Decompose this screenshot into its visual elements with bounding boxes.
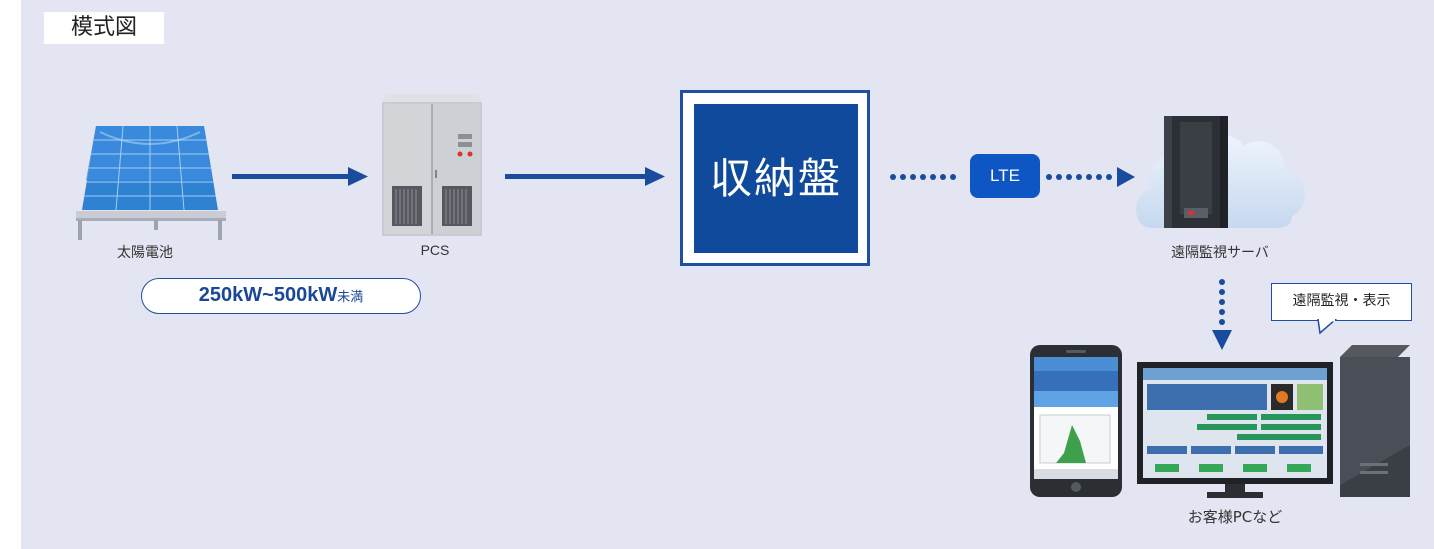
storage-box-label: 収納盤: [694, 104, 858, 253]
arrow-right-icon: [232, 167, 368, 186]
capacity-sep: ~: [262, 284, 274, 306]
capacity-high: 500: [273, 284, 308, 306]
solar-label: 太陽電池: [117, 245, 173, 261]
dotted-arrow-icon: [1046, 167, 1135, 187]
client-label: お客様PCなど: [1187, 508, 1283, 526]
tablet-icon: [1030, 345, 1122, 497]
diagram-title: 模式図: [44, 12, 164, 44]
capacity-pill: 250kW~500kW未満: [141, 278, 421, 314]
solar-panel-icon: [76, 125, 226, 240]
server-label: 遠隔監視サーバ: [1171, 245, 1269, 261]
monitor-icon: [1137, 362, 1333, 498]
lte-badge: LTE: [970, 154, 1040, 198]
arrow-right-icon: [505, 167, 665, 186]
callout-bubble: 遠隔監視・表示: [1271, 283, 1412, 321]
capacity-unit1: kW: [232, 284, 263, 306]
callout-tail: [1317, 319, 1338, 335]
cloud-server-icon: [1135, 116, 1305, 228]
dotted-arrow-down-icon: [1212, 279, 1232, 350]
pc-tower-icon: [1340, 345, 1410, 497]
capacity-unit2: kW: [307, 284, 338, 306]
dotted-line: [890, 174, 956, 180]
pcs-cabinet-icon: [382, 94, 482, 236]
pcs-label: PCS: [420, 242, 450, 258]
capacity-suffix: 未満: [337, 289, 364, 304]
capacity-low: 250: [198, 284, 233, 306]
